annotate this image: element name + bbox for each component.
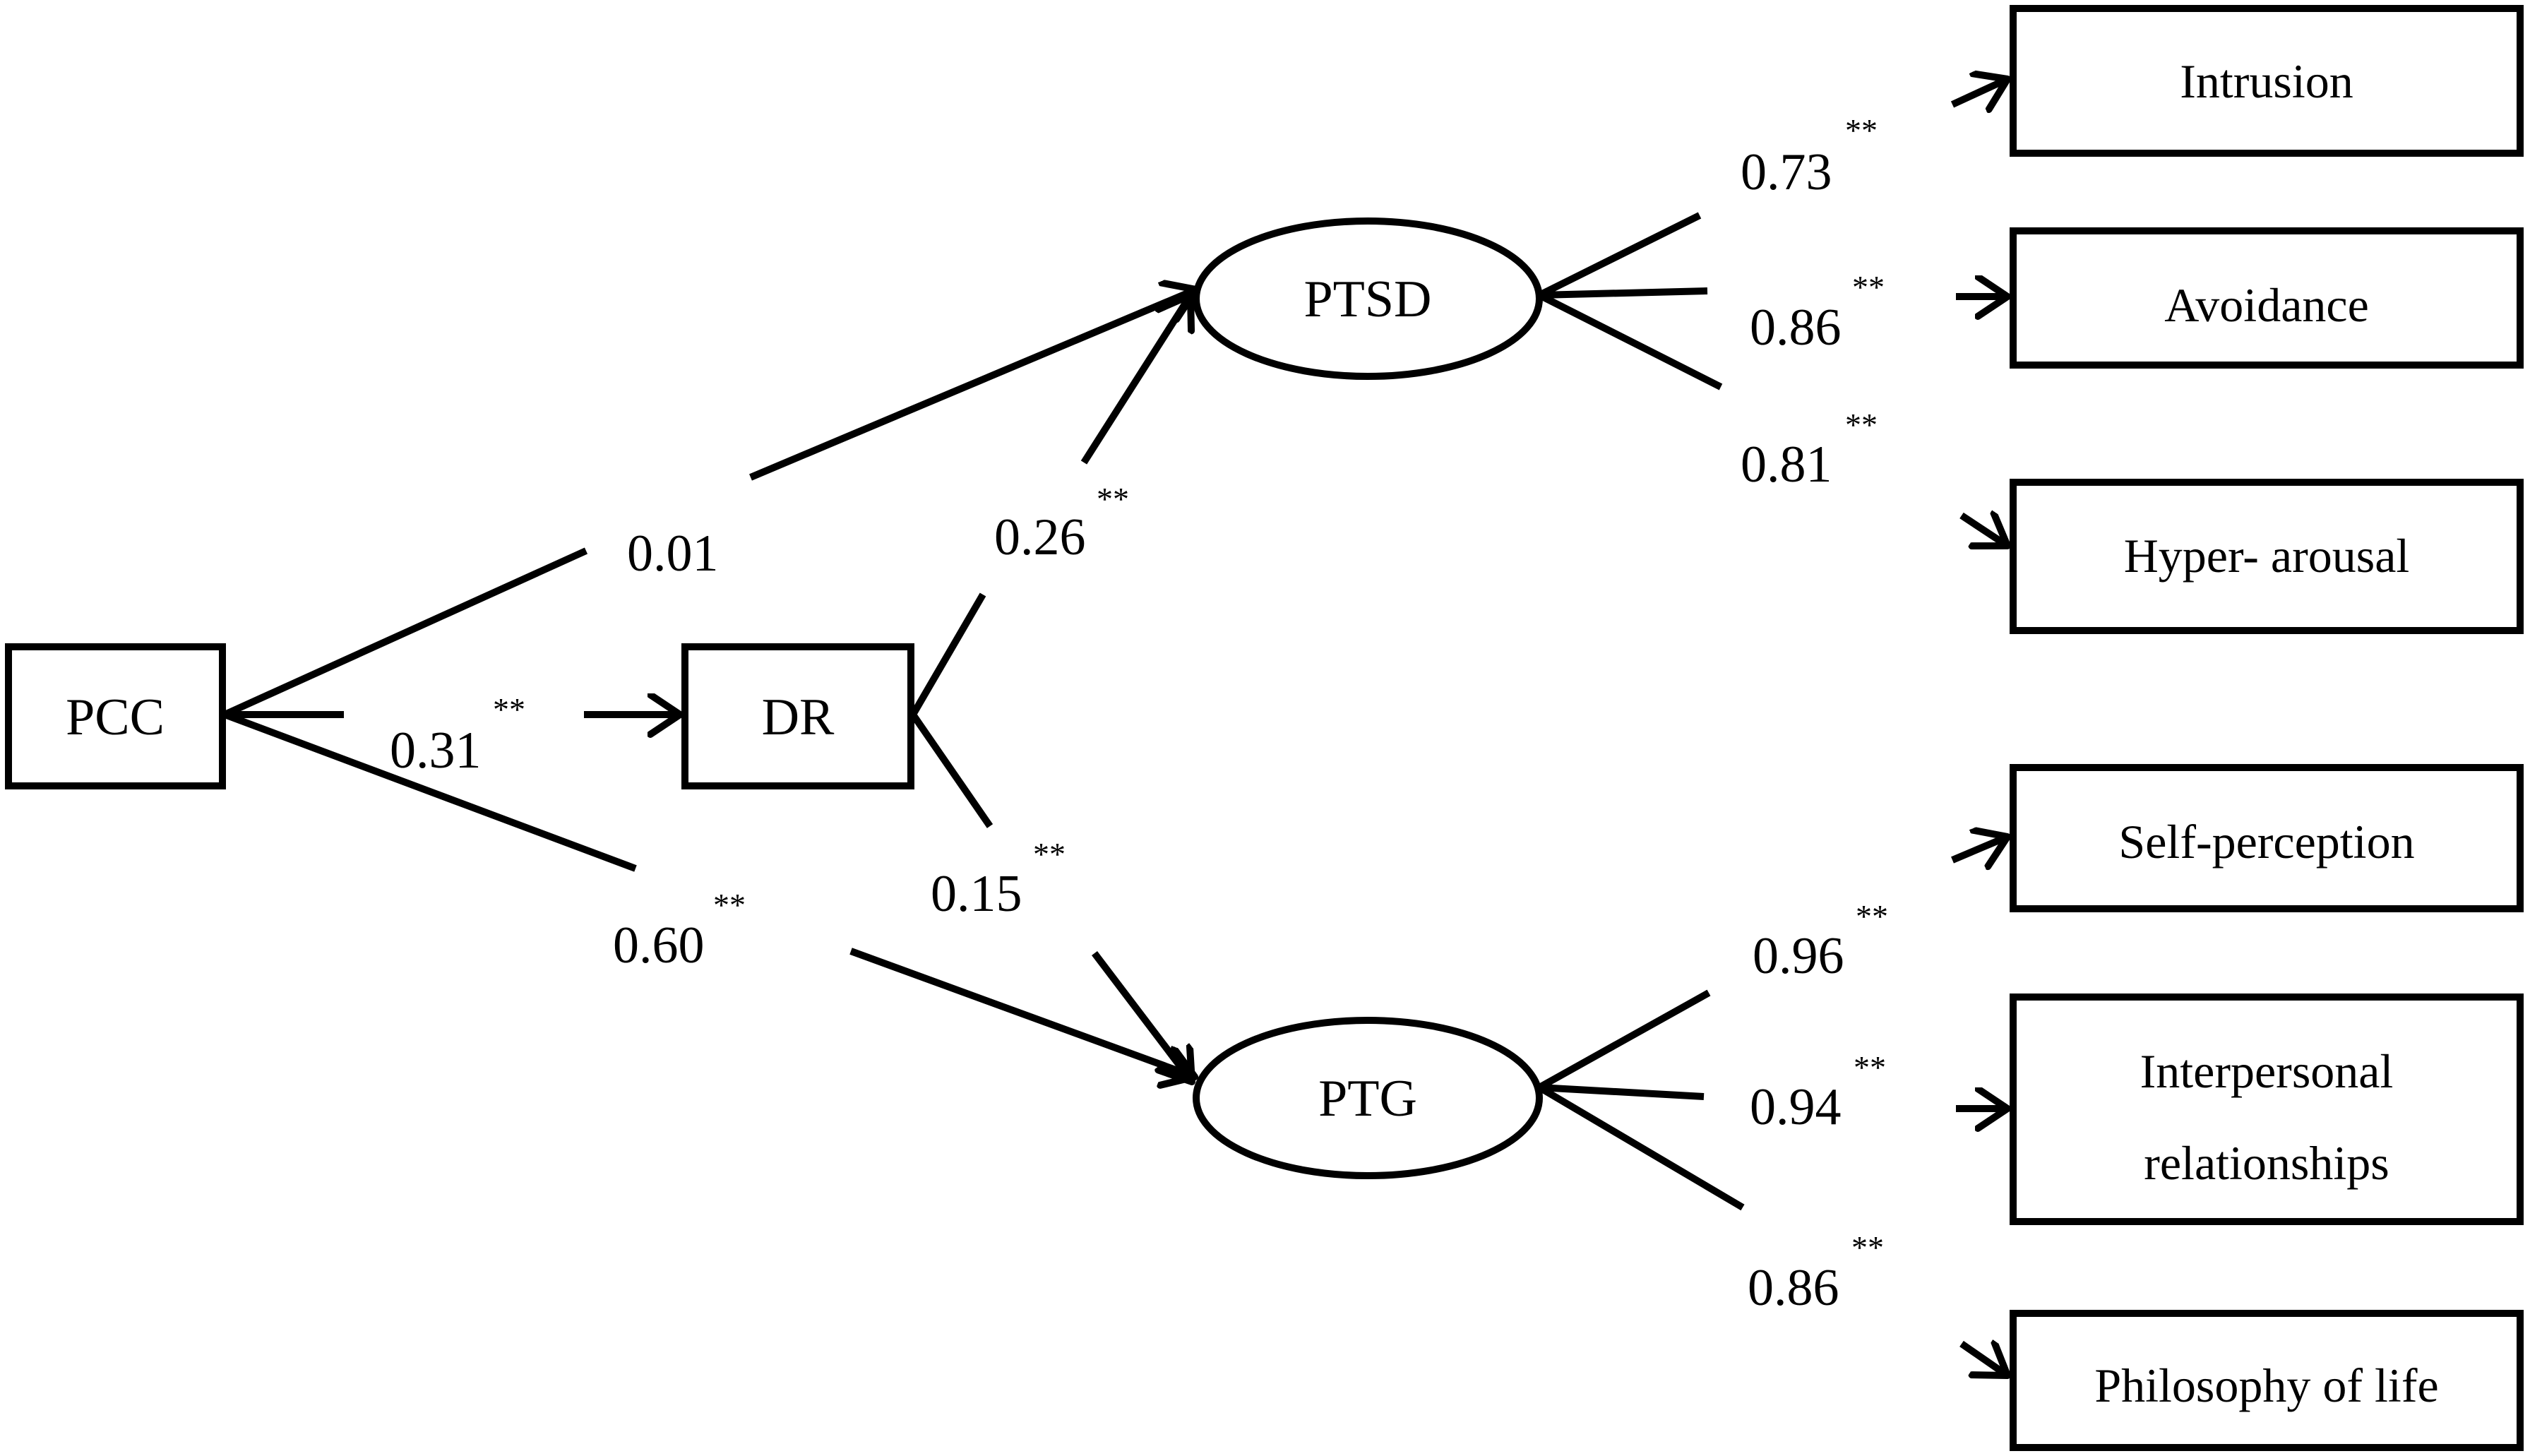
loading-hyperarousal: 0.81 ** <box>1741 407 1878 494</box>
intrusion-label: Intrusion <box>2180 54 2353 108</box>
loading-avoidance-segment <box>1539 287 1708 299</box>
loading-self-perception-arrow <box>1951 837 2007 860</box>
loading-philosophy-value: 0.86 <box>1748 1259 1839 1317</box>
coef-dr-ptsd-value: 0.26 <box>994 508 1086 566</box>
hyperarousal-label: Hyper- arousal <box>2124 529 2410 583</box>
ptg-label: PTG <box>1318 1070 1417 1128</box>
coef-pcc-ptsd: 0.01 <box>627 525 719 583</box>
loading-intrusion-segment <box>1537 212 1702 299</box>
pcc-node: PCC <box>5 643 226 789</box>
path-dr-ptg-segment <box>909 712 993 828</box>
loading-interpersonal: 0.94 ** <box>1750 1049 1886 1136</box>
loading-self-perception-value: 0.96 <box>1753 927 1844 985</box>
coef-dr-ptsd: 0.26 ** <box>994 481 1129 566</box>
coef-dr-ptg-sig: ** <box>1033 836 1066 872</box>
path-dr-ptsd-segment <box>909 592 986 717</box>
loading-avoidance-value: 0.86 <box>1750 299 1842 357</box>
avoidance-label: Avoidance <box>2164 278 2369 332</box>
loading-hyperarousal-segment <box>1537 292 1723 390</box>
philosophy-label: Philosophy of life <box>2094 1359 2438 1412</box>
coef-dr-ptg: 0.15 ** <box>931 836 1066 923</box>
path-dr-ptsd-arrow <box>1080 295 1191 465</box>
coef-pcc-dr-sig: ** <box>493 691 525 727</box>
coef-pcc-ptg-sig: ** <box>713 887 746 923</box>
intrusion-box: Intrusion <box>2010 5 2524 157</box>
ptg-node: PTG <box>1193 1017 1543 1179</box>
coef-dr-ptg-value: 0.15 <box>931 865 1022 923</box>
pcc-label: PCC <box>66 688 165 746</box>
coef-pcc-dr: 0.31 ** <box>390 691 525 780</box>
loading-self-perception-segment <box>1537 989 1711 1091</box>
loading-self-perception-sig: ** <box>1856 898 1888 934</box>
loading-interpersonal-value: 0.94 <box>1750 1078 1842 1136</box>
loading-interpersonal-sig: ** <box>1854 1049 1886 1085</box>
coef-pcc-ptg: 0.60 ** <box>613 887 746 974</box>
loading-interpersonal-segment <box>1539 1084 1705 1100</box>
loading-hyperarousal-value: 0.81 <box>1741 436 1832 494</box>
philosophy-box: Philosophy of life <box>2010 1310 2524 1451</box>
loading-intrusion-arrow <box>1950 79 2007 105</box>
loading-avoidance-sig: ** <box>1852 269 1885 305</box>
self-perception-box: Self-perception <box>2010 764 2524 912</box>
path-dr-ptg-arrow <box>1092 950 1192 1082</box>
loading-philosophy-arrow <box>1959 1344 2007 1376</box>
loading-philosophy-segment <box>1537 1084 1745 1211</box>
coef-pcc-ptg-value: 0.60 <box>613 917 705 974</box>
coef-dr-ptsd-sig: ** <box>1097 481 1129 517</box>
loading-avoidance: 0.86 ** <box>1750 269 1885 357</box>
loading-hyperarousal-sig: ** <box>1845 407 1878 443</box>
loading-philosophy: 0.86 ** <box>1748 1229 1884 1317</box>
loading-hyperarousal-arrow <box>1959 515 2007 546</box>
loading-self-perception: 0.96 ** <box>1753 898 1888 985</box>
ptsd-node: PTSD <box>1193 217 1543 380</box>
interpersonal-label-line2: relationships <box>2144 1136 2389 1190</box>
avoidance-box: Avoidance <box>2010 227 2524 369</box>
path-pcc-ptg-segment <box>223 711 637 872</box>
path-pcc-ptg-arrow <box>849 948 1195 1077</box>
hyperarousal-box: Hyper- arousal <box>2010 479 2524 634</box>
interpersonal-label-line1: Interpersonal <box>2140 1044 2394 1098</box>
dr-label: DR <box>762 688 835 746</box>
interpersonal-box: Interpersonal relationships <box>2010 993 2524 1225</box>
loading-intrusion-value: 0.73 <box>1741 143 1832 201</box>
loading-philosophy-sig: ** <box>1851 1229 1884 1265</box>
path-pcc-ptsd-segment <box>222 547 588 718</box>
loading-intrusion: 0.73 ** <box>1741 112 1878 201</box>
coef-pcc-dr-value: 0.31 <box>390 722 482 780</box>
self-perception-label: Self-perception <box>2118 815 2414 869</box>
dr-node: DR <box>681 643 914 789</box>
path-pcc-ptsd-arrow <box>749 290 1196 481</box>
coef-pcc-ptsd-value: 0.01 <box>627 525 719 583</box>
loading-intrusion-sig: ** <box>1845 112 1878 148</box>
ptsd-label: PTSD <box>1304 270 1432 328</box>
